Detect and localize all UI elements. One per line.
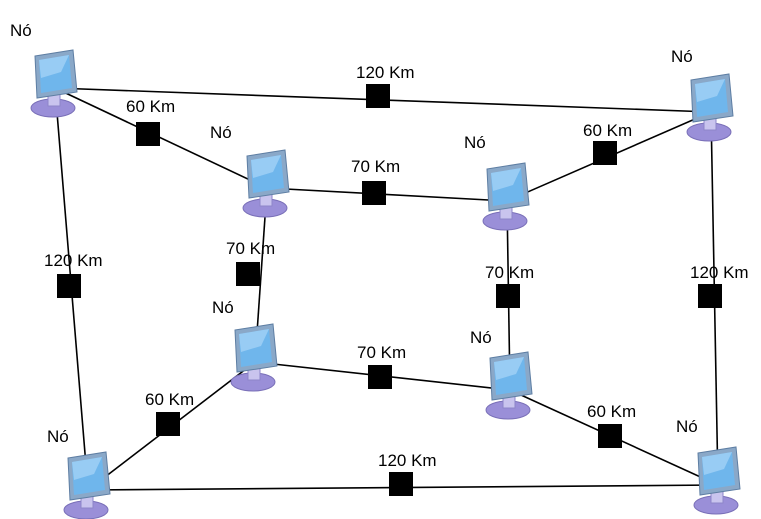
link-midpoint-box [368, 365, 392, 389]
computer-monitor-icon[interactable] [63, 451, 111, 519]
computer-monitor-icon[interactable] [30, 49, 78, 118]
node-n7[interactable]: Nó [47, 427, 111, 519]
link-midpoint-box [389, 472, 413, 496]
node-n4[interactable]: Nó [464, 133, 530, 231]
node-n6[interactable]: Nó [470, 328, 533, 420]
link-distance-label: 60 Km [583, 121, 632, 140]
screen-glare [72, 457, 102, 480]
computer-monitor-icon[interactable] [693, 446, 741, 515]
link-midpoint-box [698, 284, 722, 308]
link-distance-label: 70 Km [226, 239, 275, 258]
link-n7-n8: 120 Km [87, 451, 719, 496]
link-midpoint-box [593, 141, 617, 165]
node-label: Nó [470, 328, 492, 347]
link-n4-n6: 70 Km [485, 200, 534, 391]
screen-glare [702, 452, 732, 475]
link-distance-label: 120 Km [690, 263, 749, 282]
node-n1[interactable]: Nó [10, 21, 78, 118]
link-midpoint-box [366, 84, 390, 108]
link-n1-n3: 60 Km [54, 87, 268, 189]
link-midpoint-box [598, 424, 622, 448]
link-distance-label: 120 Km [44, 251, 103, 270]
link-midpoint-box [496, 284, 520, 308]
link-midpoint-box [156, 412, 180, 436]
screen-glare [695, 79, 725, 102]
link-distance-label: 60 Km [145, 390, 194, 409]
links-layer: 120 Km 60 Km 70 Km 60 Km 120 Km 70 Km 70 Km 120… [44, 63, 749, 496]
link-line [266, 187, 508, 202]
link-distance-label: 120 Km [378, 451, 437, 470]
node-label: Nó [676, 417, 698, 436]
link-distance-label: 70 Km [357, 343, 406, 362]
screen-glare [239, 329, 269, 352]
link-midpoint-box [362, 181, 386, 205]
node-label: Nó [10, 21, 32, 40]
node-label: Nó [464, 133, 486, 152]
computer-monitor-icon[interactable] [230, 323, 278, 392]
link-n1-n7: 120 Km [44, 87, 103, 491]
node-label: Nó [47, 427, 69, 446]
link-n2-n8: 120 Km [690, 111, 749, 486]
node-n5[interactable]: Nó [212, 298, 278, 392]
node-label: Nó [671, 47, 693, 66]
node-label: Nó [212, 298, 234, 317]
link-midpoint-box [57, 274, 81, 298]
link-n1-n2: 120 Km [54, 63, 712, 113]
link-distance-label: 70 Km [485, 263, 534, 282]
node-label: Nó [210, 123, 232, 142]
screen-glare [39, 55, 69, 78]
link-distance-label: 70 Km [351, 157, 400, 176]
computer-monitor-icon[interactable] [686, 73, 734, 142]
link-distance-label: 60 Km [587, 402, 636, 421]
link-n6-n8: 60 Km [509, 389, 719, 486]
link-n3-n4: 70 Km [266, 157, 508, 205]
screen-glare [494, 357, 524, 380]
computer-monitor-icon[interactable] [485, 351, 533, 420]
computer-monitor-icon[interactable] [482, 162, 530, 231]
screen-glare [251, 155, 281, 178]
node-n3[interactable]: Nó [210, 123, 290, 218]
screen-glare [491, 168, 521, 191]
link-n5-n6: 70 Km [254, 343, 511, 391]
link-distance-label: 60 Km [126, 97, 175, 116]
node-n2[interactable]: Nó [671, 47, 734, 142]
link-n7-n5: 60 Km [87, 361, 256, 491]
node-n8[interactable]: Nó [676, 417, 741, 515]
link-n4-n2: 60 Km [506, 111, 712, 202]
link-distance-label: 120 Km [356, 63, 415, 82]
link-line [54, 87, 268, 189]
link-midpoint-box [236, 262, 260, 286]
link-midpoint-box [136, 122, 160, 146]
computer-monitor-icon[interactable] [242, 149, 290, 218]
